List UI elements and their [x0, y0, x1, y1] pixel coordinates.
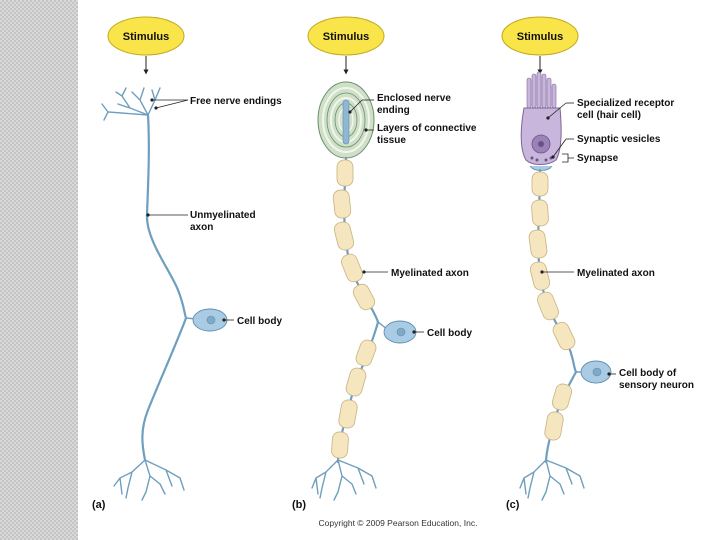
label-connective-tissue-2: tissue [377, 135, 406, 146]
label-cell-body-sensory-1: Cell body of [619, 368, 677, 379]
panel-letter-c: (c) [506, 499, 520, 511]
label-enclosed-nerve-ending-2: ending [377, 105, 410, 116]
axon-terminals-b [311, 459, 377, 501]
stimulus-label-b: Stimulus [323, 31, 369, 43]
stimulus-label-a: Stimulus [123, 31, 169, 43]
myelin-sheath-c [528, 171, 576, 441]
side-pattern-strip [0, 0, 78, 540]
label-connective-tissue-1: Layers of connective [377, 123, 477, 134]
label-myelinated-axon-c: Myelinated axon [577, 268, 655, 279]
free-nerve-endings [101, 87, 161, 121]
stimulus-bubble-c [501, 16, 579, 56]
label-cell-body-b: Cell body [427, 328, 472, 339]
copyright-notice: Copyright © 2009 Pearson Education, Inc. [319, 518, 478, 528]
label-specialized-receptor-1: Specialized receptor [577, 98, 674, 109]
panel-a: Stimulus Free nerve endings Unmyelinated [92, 16, 282, 511]
label-myelinated-axon-b: Myelinated axon [391, 268, 469, 279]
stimulus-bubble-a [107, 16, 185, 56]
synapse-bracket [562, 153, 574, 163]
label-cell-body-sensory-2: sensory neuron [619, 380, 694, 391]
hair-cell [520, 71, 562, 171]
label-free-nerve-endings: Free nerve endings [190, 96, 282, 107]
unmyelinated-axon [141, 113, 188, 462]
stimulus-label-c: Stimulus [517, 31, 563, 43]
panel-c: Stimulus [501, 16, 694, 511]
label-specialized-receptor-2: cell (hair cell) [577, 110, 641, 121]
label-enclosed-nerve-ending-1: Enclosed nerve [377, 93, 451, 104]
myelin-sheath-b [331, 159, 377, 459]
label-synaptic-vesicles: Synaptic vesicles [577, 134, 661, 145]
label-unmyelinated-axon-1: Unmyelinated [190, 210, 256, 221]
label-unmyelinated-axon-2: axon [190, 222, 213, 233]
stimulus-bubble-b [307, 16, 385, 56]
label-synapse: Synapse [577, 153, 619, 164]
label-cell-body-a: Cell body [237, 316, 282, 327]
axon-terminals-c [519, 459, 585, 501]
panel-letter-a: (a) [92, 499, 106, 511]
axon-terminals-a [113, 459, 185, 501]
encapsulated-nerve-ending [317, 81, 375, 159]
panel-letter-b: (b) [292, 499, 306, 511]
panel-b: Stimulus [292, 16, 477, 511]
